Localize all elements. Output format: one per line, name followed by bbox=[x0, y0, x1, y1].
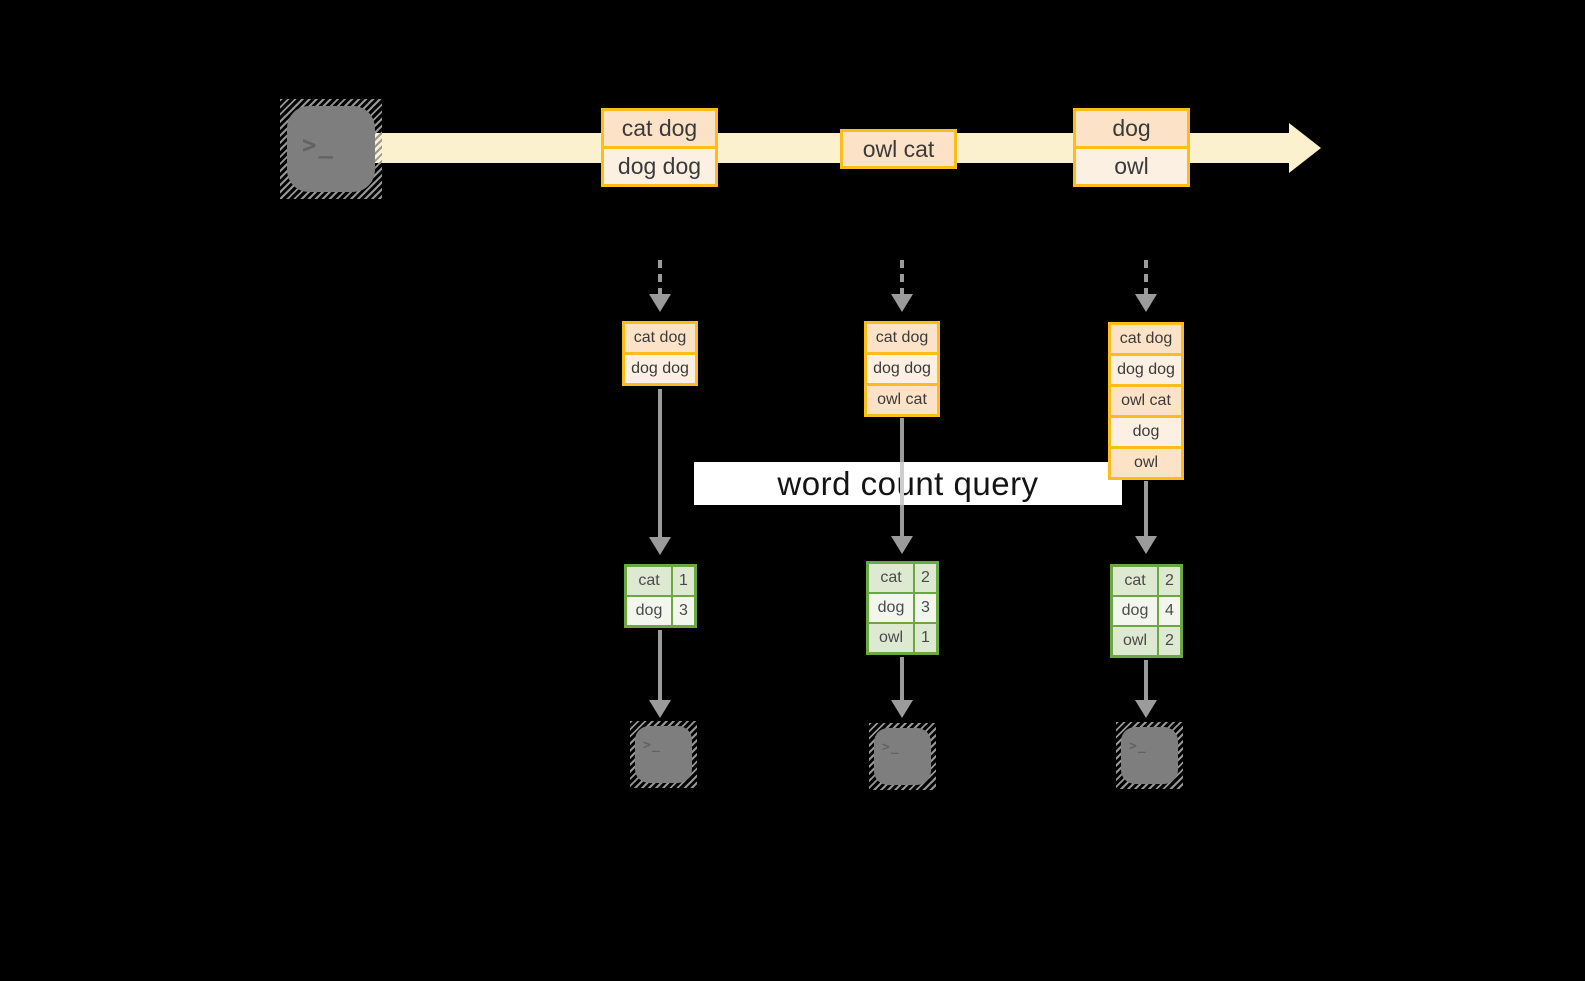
table-row: dog 3 bbox=[869, 592, 936, 622]
terminal-prompt-glyph: >_ bbox=[1129, 739, 1147, 754]
table-row: dog 4 bbox=[1113, 595, 1180, 625]
count-cell: 2 bbox=[1159, 627, 1180, 655]
snapshot-record: dog dog bbox=[867, 352, 937, 383]
count-cell: 4 bbox=[1159, 597, 1180, 625]
stream-batch-3: dog owl bbox=[1073, 108, 1190, 187]
word-cell: cat bbox=[1113, 567, 1159, 595]
word-cell: dog bbox=[627, 597, 673, 625]
trigger-arrowhead bbox=[649, 294, 671, 312]
query-arrowhead bbox=[649, 537, 671, 555]
count-cell: 2 bbox=[915, 564, 936, 592]
terminal-body bbox=[635, 726, 692, 783]
table-row: owl 1 bbox=[869, 622, 936, 652]
word-count-table-1: cat 1 dog 3 bbox=[624, 564, 697, 628]
table-row: cat 2 bbox=[869, 564, 936, 592]
output-arrowhead bbox=[891, 700, 913, 718]
trigger-arrowhead bbox=[1135, 294, 1157, 312]
snapshot-record: dog dog bbox=[1111, 353, 1181, 384]
query-arrow-through-banner bbox=[900, 462, 904, 505]
stream-snapshot-2: cat dog dog dog owl cat bbox=[864, 321, 940, 417]
snapshot-record: cat dog bbox=[867, 324, 937, 352]
trigger-arrow-line bbox=[658, 260, 662, 296]
word-cell: owl bbox=[1113, 627, 1159, 655]
stream-record: owl cat bbox=[843, 132, 954, 166]
trigger-arrow-line bbox=[1144, 260, 1148, 296]
terminal-prompt-glyph: >_ bbox=[882, 740, 900, 755]
stream-record: dog bbox=[1076, 111, 1187, 146]
table-row: owl 2 bbox=[1113, 625, 1180, 655]
query-arrowhead bbox=[891, 536, 913, 554]
snapshot-record: owl cat bbox=[867, 383, 937, 414]
output-arrow-line bbox=[1144, 660, 1148, 702]
stream-snapshot-1: cat dog dog dog bbox=[622, 321, 698, 386]
count-cell: 3 bbox=[915, 594, 936, 622]
trigger-arrowhead bbox=[891, 294, 913, 312]
snapshot-record: owl cat bbox=[1111, 384, 1181, 415]
word-cell: dog bbox=[1113, 597, 1159, 625]
terminal-body bbox=[287, 106, 375, 192]
query-label: word count query bbox=[777, 464, 1039, 502]
query-label-banner: word count query bbox=[694, 462, 1122, 505]
query-arrow-line bbox=[1144, 481, 1148, 538]
word-count-table-3: cat 2 dog 4 owl 2 bbox=[1110, 564, 1183, 658]
stream-batch-1: cat dog dog dog bbox=[601, 108, 718, 187]
word-count-table-2: cat 2 dog 3 owl 1 bbox=[866, 561, 939, 655]
output-arrow-line bbox=[900, 657, 904, 702]
terminal-prompt-glyph: >_ bbox=[643, 738, 661, 753]
word-cell: owl bbox=[869, 624, 915, 652]
source-terminal-icon: >_ bbox=[280, 99, 382, 199]
snapshot-record: cat dog bbox=[625, 324, 695, 352]
count-cell: 3 bbox=[673, 597, 694, 625]
snapshot-record: dog bbox=[1111, 415, 1181, 446]
output-arrowhead bbox=[649, 700, 671, 718]
table-row: dog 3 bbox=[627, 595, 694, 625]
terminal-body bbox=[1121, 727, 1178, 784]
table-row: cat 2 bbox=[1113, 567, 1180, 595]
sink-terminal-icon-2: >_ bbox=[869, 723, 936, 790]
snapshot-record: dog dog bbox=[625, 352, 695, 383]
stream-batch-2: owl cat bbox=[840, 129, 957, 169]
stream-record: dog dog bbox=[604, 146, 715, 184]
count-cell: 1 bbox=[673, 567, 694, 595]
word-cell: cat bbox=[627, 567, 673, 595]
stream-record: owl bbox=[1076, 146, 1187, 184]
table-row: cat 1 bbox=[627, 567, 694, 595]
word-cell: dog bbox=[869, 594, 915, 622]
trigger-arrow-line bbox=[900, 260, 904, 296]
count-cell: 1 bbox=[915, 624, 936, 652]
output-arrow-line bbox=[658, 630, 662, 702]
snapshot-record: cat dog bbox=[1111, 325, 1181, 353]
query-arrow-line bbox=[658, 389, 662, 539]
terminal-body bbox=[874, 728, 931, 785]
stream-arrowhead bbox=[1289, 123, 1321, 173]
query-arrowhead bbox=[1135, 536, 1157, 554]
stream-snapshot-3: cat dog dog dog owl cat dog owl bbox=[1108, 322, 1184, 480]
word-cell: cat bbox=[869, 564, 915, 592]
stream-record: cat dog bbox=[604, 111, 715, 146]
output-arrowhead bbox=[1135, 700, 1157, 718]
count-cell: 2 bbox=[1159, 567, 1180, 595]
snapshot-record: owl bbox=[1111, 446, 1181, 477]
sink-terminal-icon-3: >_ bbox=[1116, 722, 1183, 789]
terminal-prompt-glyph: >_ bbox=[302, 131, 335, 159]
sink-terminal-icon-1: >_ bbox=[630, 721, 697, 788]
